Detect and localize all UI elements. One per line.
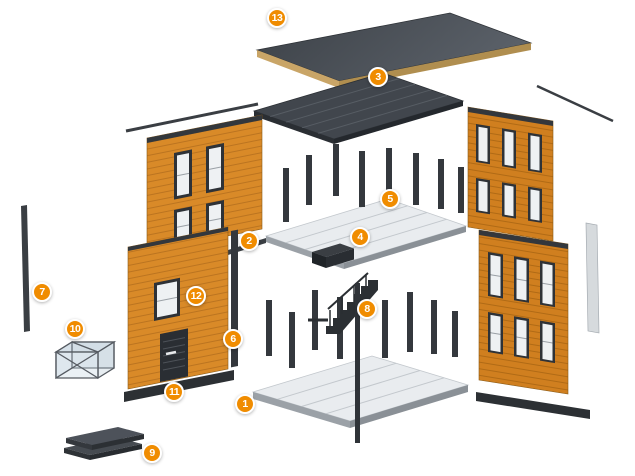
callout-badge-6: 6 (223, 329, 243, 349)
callout-badge-5: 5 (380, 189, 400, 209)
frame-crate (53, 340, 117, 380)
callout-badge-4: 4 (350, 227, 370, 247)
callout-badge-9: 9 (142, 443, 162, 463)
lower-right-wall-panel (478, 229, 569, 395)
panel-stack (64, 427, 144, 460)
window (174, 143, 224, 246)
upper-right-wall-panel (467, 106, 554, 242)
entry-door (160, 328, 188, 382)
base-skirt-right (476, 392, 590, 419)
base-floor-platform (251, 355, 470, 428)
window (488, 252, 555, 364)
callout-badge-12: 12 (186, 286, 206, 306)
callout-badge-3: 3 (368, 67, 388, 87)
window (476, 124, 542, 223)
callout-badge-8: 8 (357, 299, 377, 319)
upper-left-wall-panel (146, 114, 263, 253)
callout-badge-7: 7 (32, 282, 52, 302)
callout-badge-1: 1 (235, 394, 255, 414)
stair-opening (312, 243, 354, 268)
roof-deck-panel (252, 72, 465, 144)
callout-badge-11: 11 (164, 382, 184, 402)
window (154, 277, 180, 321)
side-trim-strip-right (585, 222, 600, 334)
support-mast (355, 283, 360, 443)
callout-badge-2: 2 (239, 231, 259, 251)
lower-left-wall-panel (127, 226, 229, 390)
upper-columns (283, 144, 464, 222)
trim-rail-top-right (536, 84, 614, 123)
staircase (308, 272, 378, 334)
edge-strip (21, 205, 30, 332)
trim-rail-top-left (125, 102, 259, 133)
door-handle (165, 350, 177, 356)
callout-badge-10: 10 (65, 319, 85, 339)
callout-badge-13: 13 (267, 8, 287, 28)
